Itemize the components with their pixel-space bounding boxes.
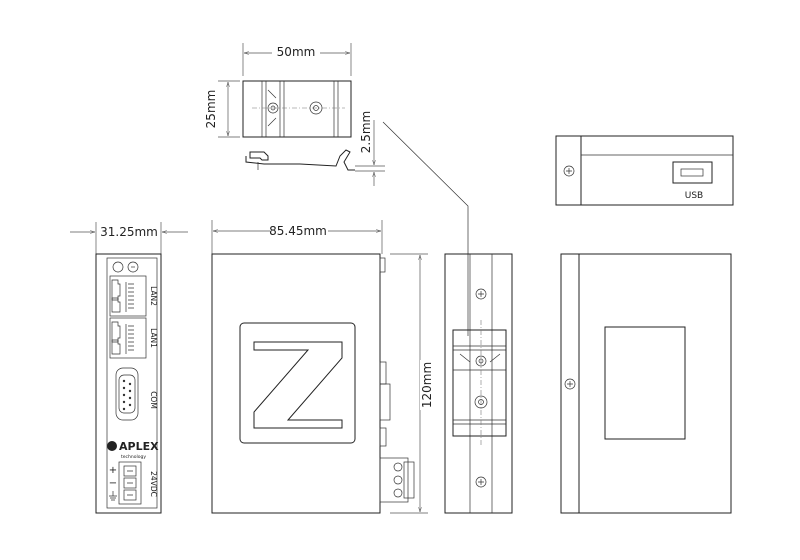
clip-outline <box>242 80 352 138</box>
screw-icon <box>564 378 576 390</box>
terminal-screw <box>393 462 403 472</box>
side-bump <box>379 361 387 385</box>
terminal-plug <box>403 461 415 499</box>
usb-top-view: USB <box>555 135 734 206</box>
power-label: 24VDC <box>149 471 158 497</box>
logo-letter: Z <box>0 0 1 1</box>
power-terminal-icon <box>118 461 142 505</box>
led-icon <box>112 261 124 273</box>
din-clip-top-view: 50mm 25mm 2.5mm <box>204 43 469 336</box>
brand-subtitle: technology <box>121 454 146 460</box>
terminal-slot <box>123 489 137 501</box>
rj45-shape <box>111 321 121 343</box>
clip-hole <box>267 102 279 114</box>
screw-hole-inner <box>478 399 484 405</box>
terminal-side-icon <box>379 457 409 503</box>
ground-icon <box>109 491 117 501</box>
screw-cross <box>567 381 573 387</box>
dim-height-side: 120mm <box>420 362 434 408</box>
din-clip <box>452 329 507 437</box>
com-port-icon <box>115 367 139 421</box>
dim-clip-offset: 2.5mm <box>359 111 373 153</box>
led-icon <box>127 261 139 273</box>
terminal-screw <box>393 475 403 485</box>
clip-hole-inner <box>478 358 484 364</box>
logo-box <box>239 322 356 444</box>
minus-sign: − <box>109 478 117 489</box>
screw-icon <box>475 288 487 300</box>
screw-icon <box>563 165 575 177</box>
screw-icon <box>475 476 487 488</box>
plus-sign: + <box>109 465 117 476</box>
lan1-port-icon <box>109 317 147 359</box>
side-bump <box>379 257 386 273</box>
clip-hole <box>475 355 487 367</box>
leader-line <box>382 121 469 336</box>
dim-width-top: 50mm <box>277 45 316 59</box>
lan2-port-icon <box>109 275 147 317</box>
dim-width-front: 31.25mm <box>100 225 158 239</box>
rj45-shape <box>111 297 121 313</box>
terminal-marks <box>127 470 133 496</box>
rj45-shape <box>111 279 121 301</box>
pin-lines <box>128 325 134 351</box>
com-pins <box>122 379 132 411</box>
label-bg <box>204 88 220 130</box>
clip-hole-inner <box>270 105 276 111</box>
com-port-inner <box>118 374 136 414</box>
top-outline <box>555 135 734 206</box>
lan1-label: LAN1 <box>149 328 158 348</box>
screw-hole-inner <box>313 105 319 111</box>
front-view: 31.25mm LAN2 LAN1 COM APLEX technol <box>70 222 188 514</box>
din-clip-spring <box>459 353 501 363</box>
screw-hole <box>309 101 323 115</box>
brand-logo-icon <box>107 441 117 451</box>
side2-outline <box>560 253 732 514</box>
logo-z-icon <box>253 341 343 429</box>
screw-cross <box>478 479 484 485</box>
pin-lines <box>128 283 134 309</box>
usb-label: USB <box>685 191 703 201</box>
side-bump <box>379 427 387 447</box>
rj45-shape <box>111 339 121 355</box>
com-label: COM <box>149 391 158 409</box>
dim-height-top: 25mm <box>204 90 218 129</box>
terminal-slot <box>123 465 137 477</box>
com-connector-side <box>379 383 391 421</box>
front-outline <box>95 253 162 514</box>
label-bg <box>420 360 434 410</box>
terminal-screw <box>393 488 403 498</box>
back-outline <box>444 253 513 514</box>
label-bg <box>272 44 320 58</box>
usb-port-icon <box>672 161 713 184</box>
back-view <box>444 253 513 514</box>
side-view: 85.45mm Z 120mm <box>0 0 434 514</box>
usb-port-inner <box>680 168 704 177</box>
label-plate <box>604 326 686 440</box>
lan2-label: LAN2 <box>149 286 158 306</box>
front-panel <box>106 257 158 509</box>
screw-hole <box>474 395 488 409</box>
dim-depth-side: 85.45mm <box>269 224 327 238</box>
brand-name: APLEX <box>119 440 159 453</box>
screw-cross <box>478 291 484 297</box>
screw-cross <box>566 168 572 174</box>
clip-profile-left <box>249 151 269 161</box>
label-bg <box>270 222 328 236</box>
clip-spring-marks <box>267 89 277 127</box>
terminal-slot <box>123 477 137 489</box>
other-side-view <box>560 253 732 514</box>
